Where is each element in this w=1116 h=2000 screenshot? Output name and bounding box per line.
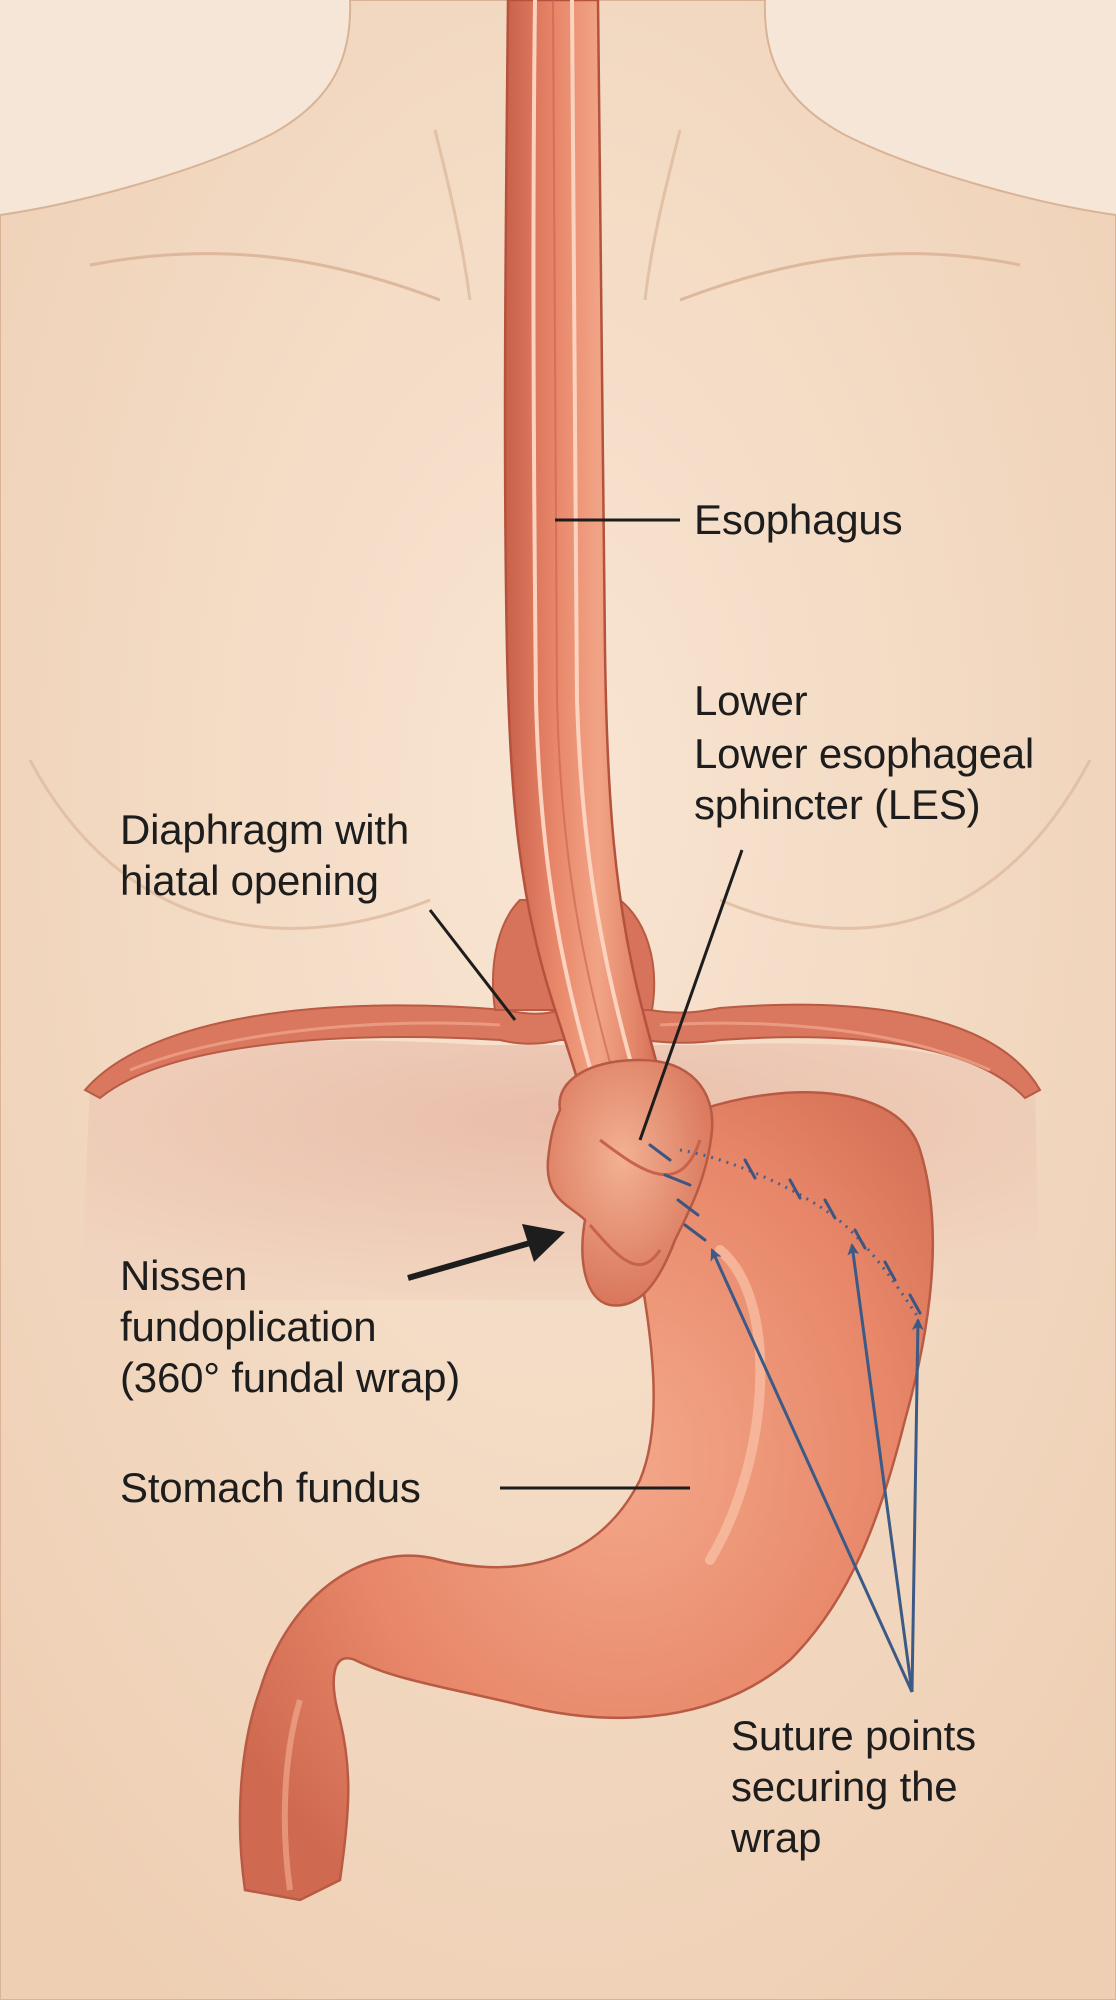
suture-arrow <box>847 1243 914 1693</box>
diaphragm-fiber <box>129 1021 501 1072</box>
nissen-arrow-head <box>522 1224 565 1262</box>
stomach <box>238 1091 935 1902</box>
duodenum <box>281 1699 303 1891</box>
esophagus-lumen <box>531 0 614 1141</box>
label-suture-points: Suture points securing the wrap <box>731 1712 976 1861</box>
diaphragm-fiber <box>659 1021 991 1072</box>
suture-arrow <box>910 1318 924 1693</box>
label-esophagus: Esophagus <box>694 496 903 543</box>
label-les-line1: Lower <box>694 677 808 724</box>
esophagus-lumen <box>570 0 654 1136</box>
chest-contour-left <box>28 759 431 930</box>
stomach-highlight <box>705 1245 766 1565</box>
label-nissen: Nissen fundoplication (360° fundal wrap) <box>120 1252 461 1401</box>
neck-line-left <box>433 129 472 301</box>
chest-contour-right <box>719 759 1092 930</box>
suture-line <box>679 1148 922 1321</box>
wrap-fold <box>599 1138 702 1176</box>
collarbone-left <box>89 252 441 302</box>
suture-stitches <box>648 1143 922 1315</box>
neck-line-right <box>643 129 682 301</box>
fundal-wrap <box>546 1058 714 1307</box>
collarbone-right <box>679 252 1021 302</box>
label-diaphragm: Diaphragm with hiatal opening <box>120 806 409 904</box>
label-stomach-fundus: Stomach fundus <box>120 1464 421 1511</box>
suture-arrow <box>710 1248 914 1693</box>
label-les: Lower esophageal sphincter (LES) <box>694 730 1035 828</box>
wrap-fold <box>588 1224 662 1267</box>
nissen-arrow-shaft <box>407 1240 531 1281</box>
esophagus-lumen <box>552 0 633 1139</box>
diaphragm-leader <box>428 909 517 1021</box>
les-leader <box>638 849 744 1141</box>
